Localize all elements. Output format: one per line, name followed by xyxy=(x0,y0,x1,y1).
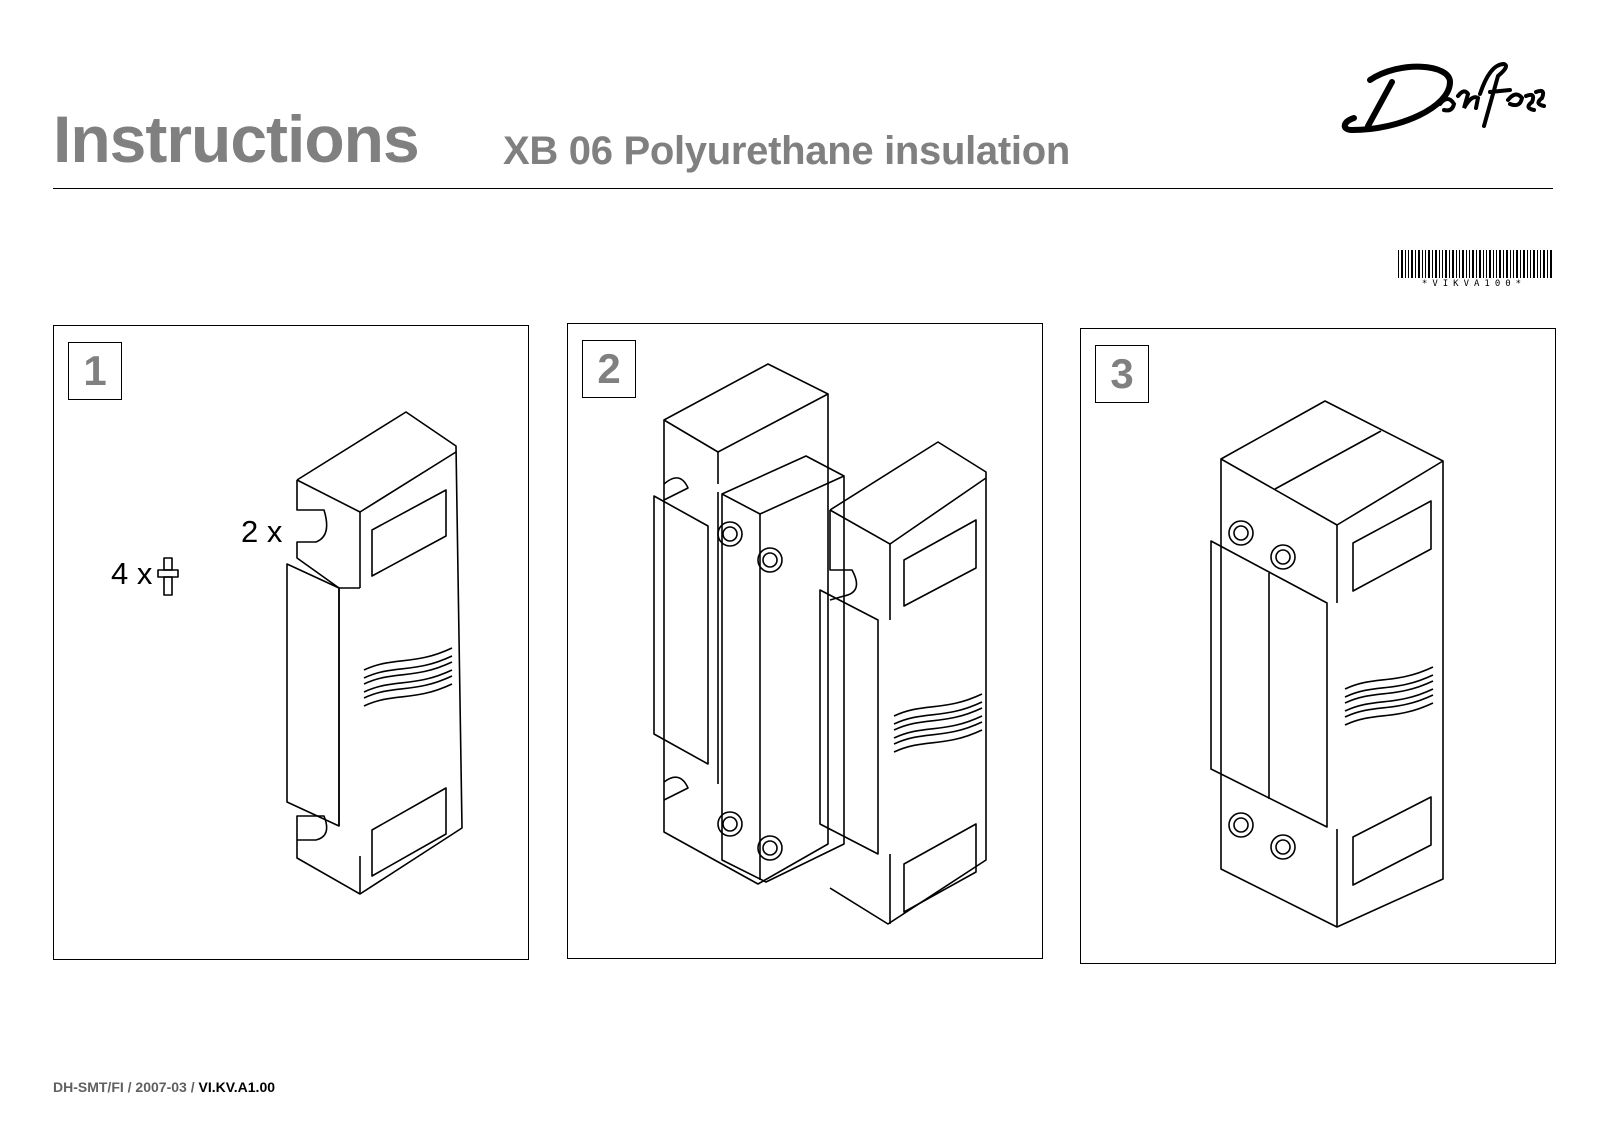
shell-quantity: 2 x xyxy=(241,514,283,549)
step-3-panel: 3 xyxy=(1080,328,1556,964)
footer-code: VI.KV.A1.00 xyxy=(198,1079,276,1095)
header-rule xyxy=(53,188,1553,189)
step-1-panel: 1 2 x 4 x xyxy=(53,325,529,960)
step-2-panel: 2 xyxy=(567,323,1043,959)
assembled-unit-drawing xyxy=(1210,400,1444,928)
barcode xyxy=(1398,250,1552,278)
page-subtitle: XB 06 Polyurethane insulation xyxy=(503,129,1070,173)
pin-quantity: 4 x xyxy=(111,556,153,591)
danfoss-logo xyxy=(1341,61,1546,134)
document-footer: DH-SMT/FI / 2007-03 / VI.KV.A1.00 xyxy=(53,1079,275,1095)
step-number: 1 xyxy=(68,342,122,400)
step-number: 3 xyxy=(1095,345,1149,403)
exploded-assembly-drawing xyxy=(653,363,987,925)
footer-prefix: DH-SMT/FI / 2007-03 / xyxy=(53,1079,195,1095)
step-number: 2 xyxy=(582,340,636,398)
insulation-shell-drawing xyxy=(157,411,463,895)
page-title: Instructions xyxy=(53,102,420,176)
barcode-text: *VIKVA100* xyxy=(1421,279,1527,289)
